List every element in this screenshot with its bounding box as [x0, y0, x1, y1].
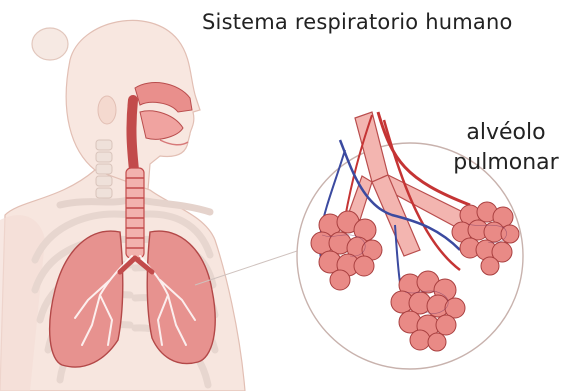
alveolus-label: alvéolo pulmonar [448, 118, 564, 178]
ear [98, 96, 116, 124]
pharynx [131, 100, 134, 170]
spine [96, 140, 112, 198]
alveolus-label-line2: pulmonar [448, 148, 564, 178]
trachea [126, 168, 144, 258]
alveolus-label-line1: alvéolo [448, 118, 564, 148]
hair-bun [32, 28, 68, 60]
diagram-title: Sistema respiratorio humano [202, 10, 513, 34]
